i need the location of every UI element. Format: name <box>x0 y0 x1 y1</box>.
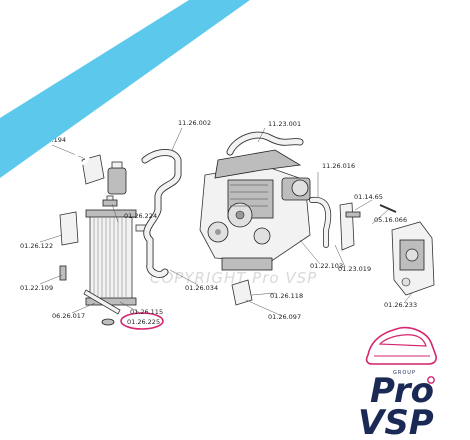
logo-tagline: GROUP <box>393 370 416 376</box>
ref-label: 01.26.115 <box>130 308 163 316</box>
engine-mount-right <box>339 202 355 251</box>
logo-vsp-text: VSP <box>358 403 434 440</box>
ref-label: 05.16.066 <box>374 216 407 224</box>
bolt-part <box>345 211 361 218</box>
leader-lines <box>39 127 413 317</box>
ref-label: 01.26.118 <box>270 292 303 300</box>
ref-label: 11.26.016 <box>322 162 355 170</box>
gearbox <box>391 221 435 296</box>
ref-label: 01.26.097 <box>268 313 301 321</box>
ref-label: 01.26.034 <box>185 284 218 292</box>
logo-pro-text: Pro <box>370 371 434 411</box>
provsp-logo: GROUP Pro VSP <box>358 326 437 440</box>
car-outline-icon <box>365 326 437 365</box>
ref-label: 01.22.109 <box>20 284 53 292</box>
ref-label: 01.26.233 <box>384 301 417 309</box>
highlight-ring <box>120 312 164 330</box>
mounting-strap <box>83 289 121 315</box>
radiator <box>85 209 147 306</box>
copyright-watermark: COPYRIGHT Pro VSP <box>150 269 317 287</box>
ref-label: 06.26.017 <box>52 312 85 320</box>
ref-label: 11.23.001 <box>268 120 301 128</box>
engine-mount-left <box>231 279 253 306</box>
radiator-cap <box>102 195 118 207</box>
ref-label-highlighted: 01.26.225 <box>127 318 160 326</box>
grommet-part <box>101 318 115 326</box>
bracket-part <box>59 211 79 246</box>
ref-label: 01.26.122 <box>20 242 53 250</box>
stud-part <box>379 204 397 213</box>
engine-assembly <box>199 149 311 271</box>
sensor-part <box>59 265 67 281</box>
ref-label: 01.26.224 <box>124 212 157 220</box>
ref-label: 01.23.019 <box>338 265 371 273</box>
filter-housing <box>81 154 127 195</box>
logo-dot-icon <box>427 376 435 384</box>
ref-label: 01.14.65 <box>354 193 383 201</box>
ref-label: 01.22.103 <box>310 262 343 270</box>
ref-label: 11.26.002 <box>178 119 211 127</box>
